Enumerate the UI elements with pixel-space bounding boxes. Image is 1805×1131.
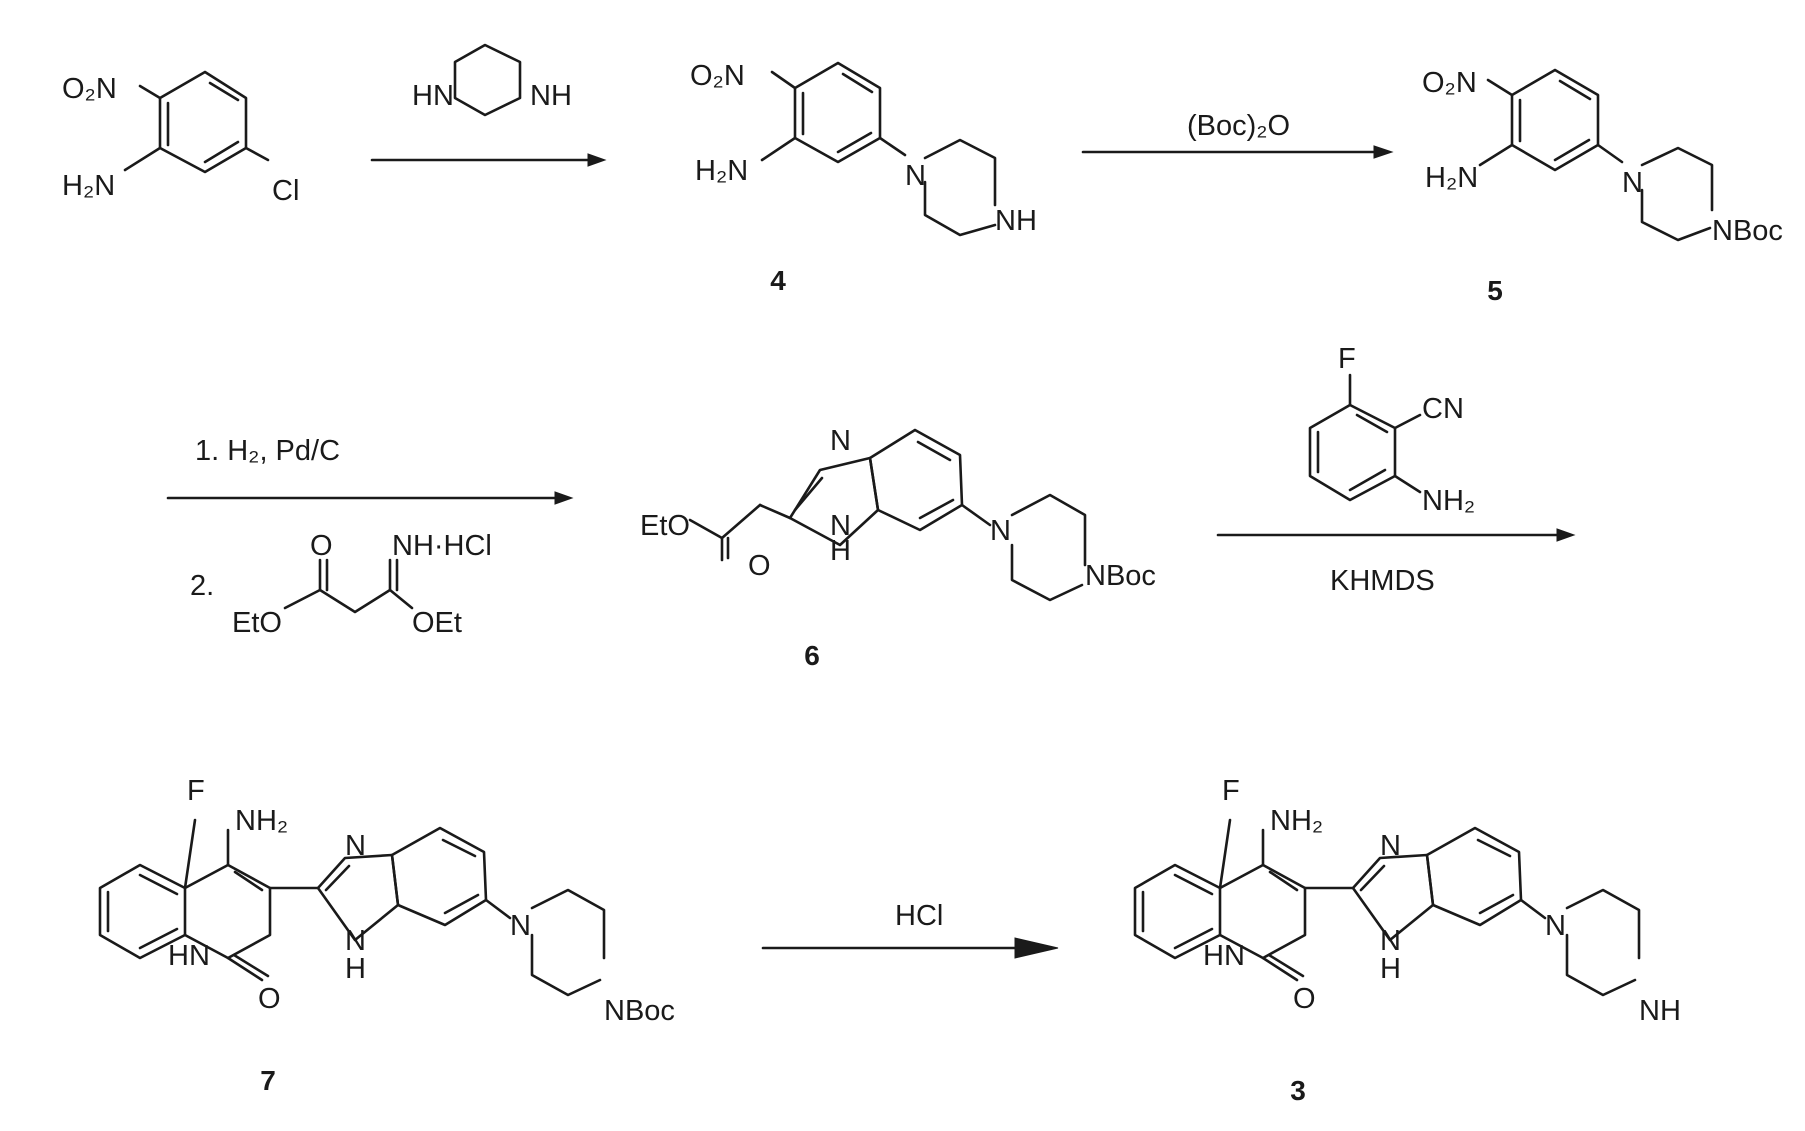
c7-f-label: F xyxy=(187,775,205,807)
step3-reagent-line1: 1. H₂, Pd/C xyxy=(195,435,340,467)
c6-n-label: N xyxy=(830,425,851,457)
starting-material: O₂N H₂N Cl xyxy=(62,72,299,207)
c7-n-label: N xyxy=(345,830,366,862)
c5-amine-label: H₂N xyxy=(1425,162,1478,194)
c3-nh2-label: NH₂ xyxy=(1270,805,1323,837)
compound-5-structure: O₂N H₂N N NBoc xyxy=(1422,67,1783,247)
piperazine-nh-label: NH xyxy=(530,80,572,112)
compound-7-label: 7 xyxy=(260,1065,276,1096)
chloro-label: Cl xyxy=(272,175,299,207)
malonate-o-label: O xyxy=(310,530,333,562)
c6-h-label: H xyxy=(830,535,851,567)
nitro-label: O₂N xyxy=(62,73,117,105)
step4-reagent: KHMDS xyxy=(1330,565,1435,597)
c5-n-label: N xyxy=(1622,167,1643,199)
c3-pip-n-label: N xyxy=(1545,910,1566,942)
reaction-arrow-5: HCl xyxy=(763,900,1058,958)
c7-pip-n-label: N xyxy=(510,910,531,942)
c5-nboc-label: NBoc xyxy=(1712,215,1783,247)
compound-3-label: 3 xyxy=(1290,1075,1306,1106)
c6-o-label: O xyxy=(748,550,771,582)
compound-5-label: 5 xyxy=(1487,275,1503,306)
c4-nitro-label: O₂N xyxy=(690,60,745,92)
compound-3-structure: F NH₂ HN O N N H N NH xyxy=(1135,775,1681,1027)
c3-n-label: N xyxy=(1380,830,1401,862)
amine-label: H₂N xyxy=(62,170,115,202)
benzonitrile-f-label: F xyxy=(1338,343,1356,375)
step3-reagent-line2: 2. xyxy=(190,570,214,602)
c6-eto-label: EtO xyxy=(640,510,690,542)
compound-4-structure: O₂N H₂N N NH xyxy=(690,60,1037,237)
c4-amine-label: H₂N xyxy=(695,155,748,187)
c4-n-label: N xyxy=(905,160,926,192)
benzonitrile-nh2-label: NH₂ xyxy=(1422,485,1475,517)
c7-nh2-label: NH₂ xyxy=(235,805,288,837)
c5-nitro-label: O₂N xyxy=(1422,67,1477,99)
malonate-oet-label: OEt xyxy=(412,607,462,639)
reaction-arrow-2: (Boc)₂O xyxy=(1083,110,1392,158)
c7-o-label: O xyxy=(258,983,281,1015)
step2-reagent: (Boc)₂O xyxy=(1187,110,1290,142)
c3-pip-nh-label: NH xyxy=(1639,995,1681,1027)
compound-4-label: 4 xyxy=(770,265,786,296)
compound-7-structure: F NH₂ HN O N N H N NBoc xyxy=(100,775,675,1027)
c3-o-label: O xyxy=(1293,983,1316,1015)
compound-6-structure: EtO O N N H N NBoc xyxy=(640,425,1156,600)
malonate-nh-hcl-label: NH·HCl xyxy=(392,530,492,562)
piperazine-hn-label: HN xyxy=(412,80,454,112)
c6-pip-n-label: N xyxy=(990,515,1011,547)
reaction-arrow-4: F CN NH₂ KHMDS xyxy=(1218,343,1574,597)
c7-hn-label: HN xyxy=(168,940,210,972)
step5-reagent: HCl xyxy=(895,900,943,932)
reaction-arrow-1: HN NH xyxy=(372,45,605,166)
compound-6-label: 6 xyxy=(804,640,820,671)
malonate-eto-label: EtO xyxy=(232,607,282,639)
c4-nh-label: NH xyxy=(995,205,1037,237)
c3-f-label: F xyxy=(1222,775,1240,807)
benzonitrile-cn-label: CN xyxy=(1422,393,1464,425)
c3-hn-label: HN xyxy=(1203,940,1245,972)
reaction-arrow-3: 1. H₂, Pd/C 2. O NH·HCl EtO OEt xyxy=(168,435,572,639)
c7-nboc-label: NBoc xyxy=(604,995,675,1027)
c7-h-label: H xyxy=(345,953,366,985)
c6-nboc-label: NBoc xyxy=(1085,560,1156,592)
c3-h-label: H xyxy=(1380,953,1401,985)
